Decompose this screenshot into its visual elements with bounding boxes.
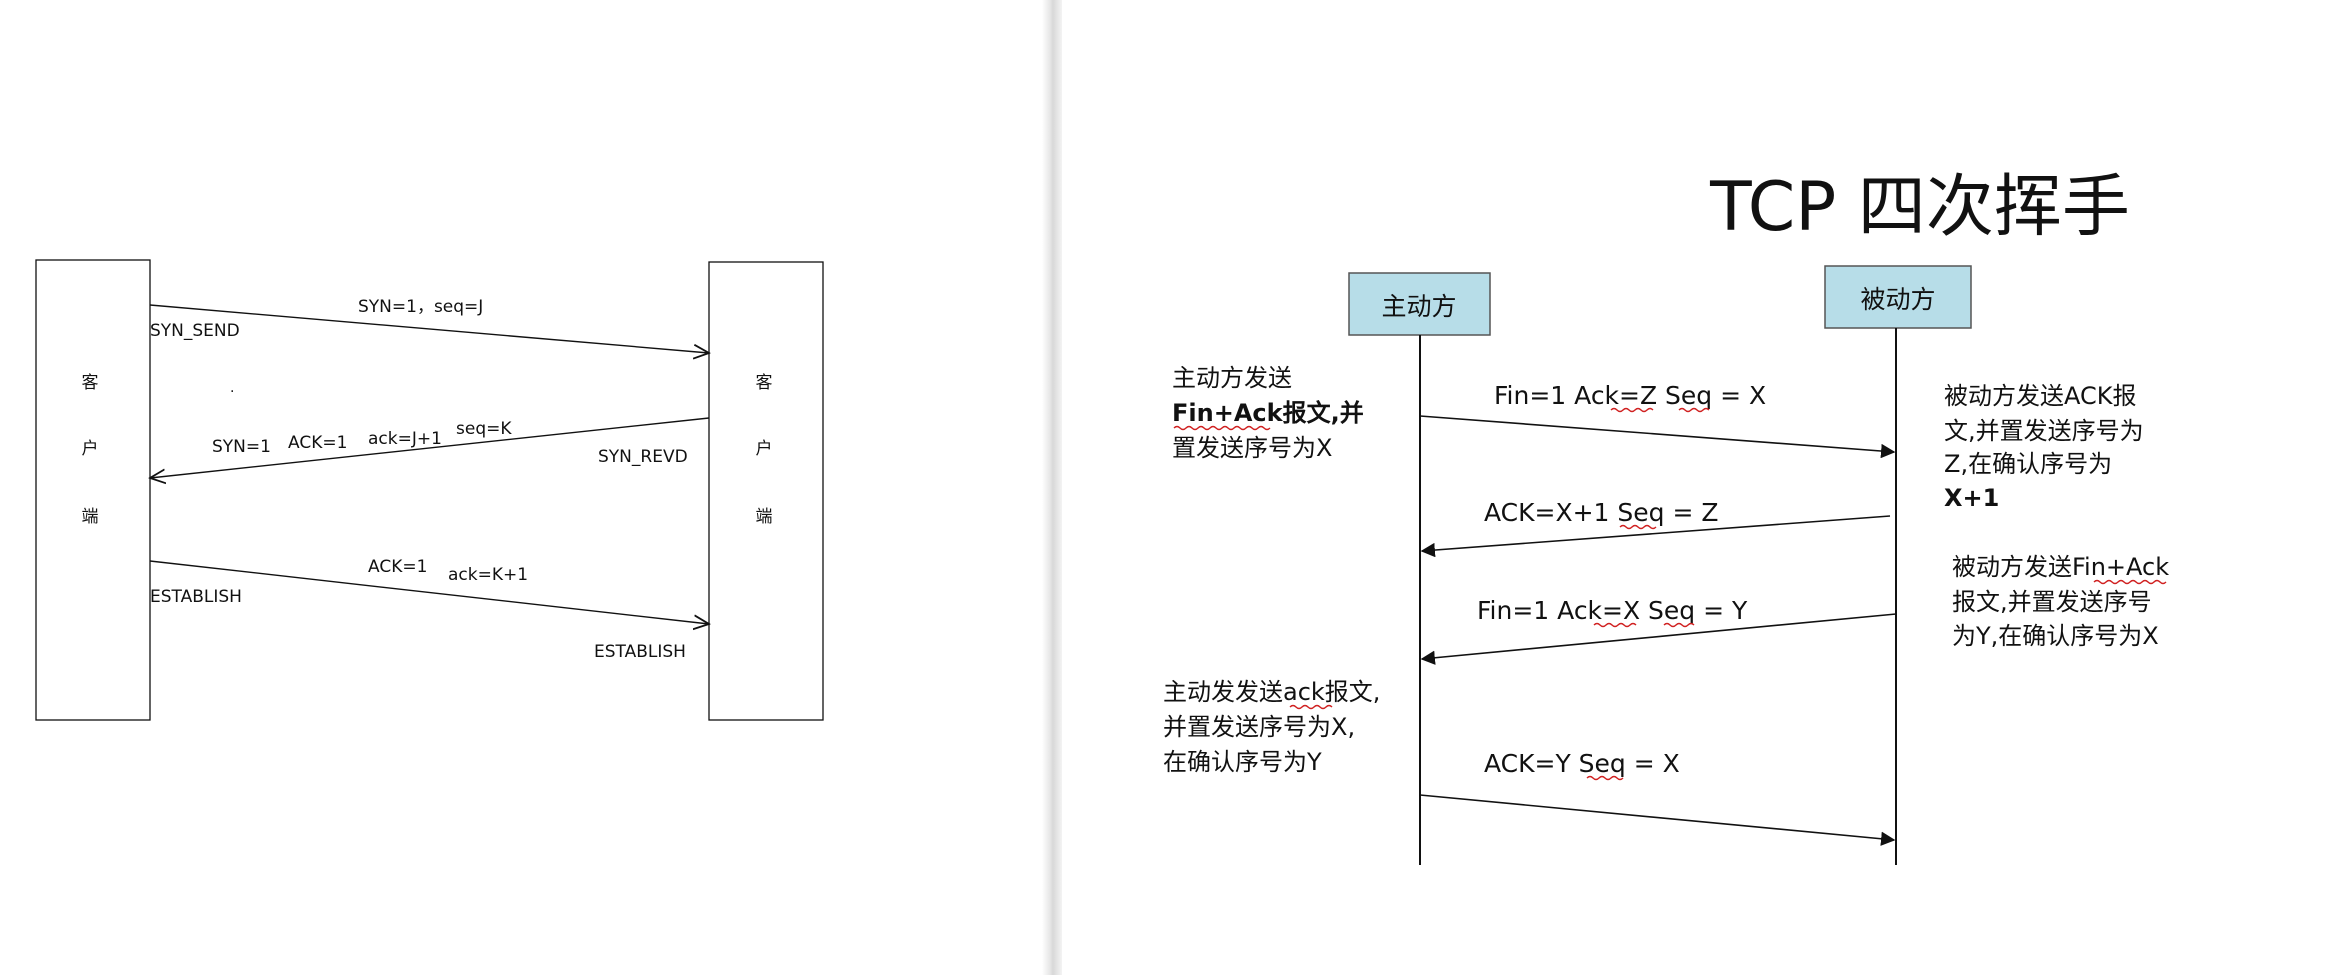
wave-arrow-3 bbox=[1420, 613, 1897, 665]
note-left-2-line-3: 在确认序号为Y bbox=[1163, 748, 1322, 776]
client-box-label-2: 户 bbox=[82, 439, 99, 459]
server-state-establish: ESTABLISH bbox=[594, 642, 686, 662]
handshake-msg-2-syn: SYN=1 bbox=[212, 437, 271, 457]
note-left-2-underline bbox=[1289, 704, 1333, 710]
page-divider bbox=[1042, 0, 1062, 975]
active-label: 主动方 bbox=[1381, 292, 1456, 321]
note-left-1-line-1: 主动方发送 bbox=[1172, 364, 1292, 392]
note-left-2-line-1: 主动发发送ack报文, bbox=[1163, 678, 1380, 706]
server-state-syn-revd: SYN_REVD bbox=[598, 447, 688, 467]
wave-arrow-4 bbox=[1419, 794, 1896, 846]
wave-msg-2-underline bbox=[1619, 524, 1657, 530]
note-left-1-line-2: Fin+Ack报文,并 bbox=[1172, 399, 1364, 427]
wave-arrow-2 bbox=[1420, 515, 1891, 558]
handshake-diagram: 客 户 端 客 户 端 SYN=1，seq=J SYN=1 ACK=1 ack=… bbox=[35, 259, 824, 721]
handshake-msg-2-ack: ACK=1 bbox=[288, 433, 347, 453]
note-right-2-line-1: 被动方发送Fin+Ack bbox=[1952, 553, 2169, 581]
stray-dot: . bbox=[230, 380, 234, 396]
note-right-2-underline bbox=[2093, 579, 2167, 585]
note-right-1-line-1: 被动方发送ACK报 bbox=[1944, 382, 2137, 410]
wave-msg-4: ACK=Y Seq = X bbox=[1484, 749, 1680, 778]
note-right-2-line-2: 报文,并置发送序号 bbox=[1952, 588, 2152, 616]
client-state-establish: ESTABLISH bbox=[150, 587, 242, 607]
note-left-1-line-3: 置发送序号为X bbox=[1172, 434, 1332, 462]
wave-msg-1: Fin=1 Ack=Z Seq = X bbox=[1494, 381, 1766, 410]
wave-msg-3-underline bbox=[1593, 622, 1695, 628]
note-right-1-line-3: Z,在确认序号为 bbox=[1944, 450, 2112, 478]
client-box-label-1: 客 bbox=[82, 373, 99, 393]
handshake-arrow-2 bbox=[150, 417, 710, 478]
handshake-arrow-3 bbox=[149, 560, 709, 624]
wave-msg-2: ACK=X+1 Seq = Z bbox=[1484, 498, 1718, 527]
handshake-msg-3-ackno: ack=K+1 bbox=[448, 565, 528, 585]
note-left-1-underline bbox=[1173, 425, 1271, 431]
server-box-label-3: 端 bbox=[756, 507, 773, 527]
client-state-syn-send: SYN_SEND bbox=[150, 321, 240, 341]
wave-msg-3: Fin=1 Ack=X Seq = Y bbox=[1477, 596, 1748, 625]
server-box-label-2: 户 bbox=[756, 439, 773, 459]
passive-label: 被动方 bbox=[1860, 285, 1935, 314]
note-left-2-line-2: 并置发送序号为X, bbox=[1163, 713, 1355, 741]
note-right-2-line-3: 为Y,在确认序号为X bbox=[1952, 622, 2159, 650]
handshake-msg-2-seq: seq=K bbox=[456, 419, 512, 439]
client-box-label-3: 端 bbox=[82, 507, 99, 527]
handshake-msg-3-ack: ACK=1 bbox=[368, 557, 427, 577]
wave-msg-1-underline bbox=[1610, 407, 1710, 413]
server-box bbox=[708, 261, 824, 721]
note-right-1-line-4: X+1 bbox=[1944, 484, 1999, 512]
handshake-msg-2-ackno: ack=J+1 bbox=[368, 429, 442, 449]
wave-title: TCP 四次挥手 bbox=[1709, 168, 2130, 247]
passive-box-rect bbox=[1824, 265, 1972, 329]
active-box bbox=[1348, 272, 1491, 336]
wave-arrow-1 bbox=[1419, 415, 1896, 459]
wave-diagram: TCP 四次挥手 主动方 被动方 Fin=1 Ack=Z Seq = X ACK… bbox=[1163, 168, 2169, 865]
note-right-1-line-2: 文,并置发送序号为 bbox=[1944, 417, 2144, 445]
client-box bbox=[35, 259, 151, 721]
handshake-msg-1: SYN=1，seq=J bbox=[358, 297, 483, 317]
wave-panel: TCP 四次挥手 主动方 被动方 Fin=1 Ack=Z Seq = X ACK… bbox=[1062, 0, 2327, 975]
server-box-label-1: 客 bbox=[756, 373, 773, 393]
handshake-arrow-1 bbox=[149, 304, 709, 353]
wave-msg-4-underline bbox=[1586, 775, 1624, 781]
